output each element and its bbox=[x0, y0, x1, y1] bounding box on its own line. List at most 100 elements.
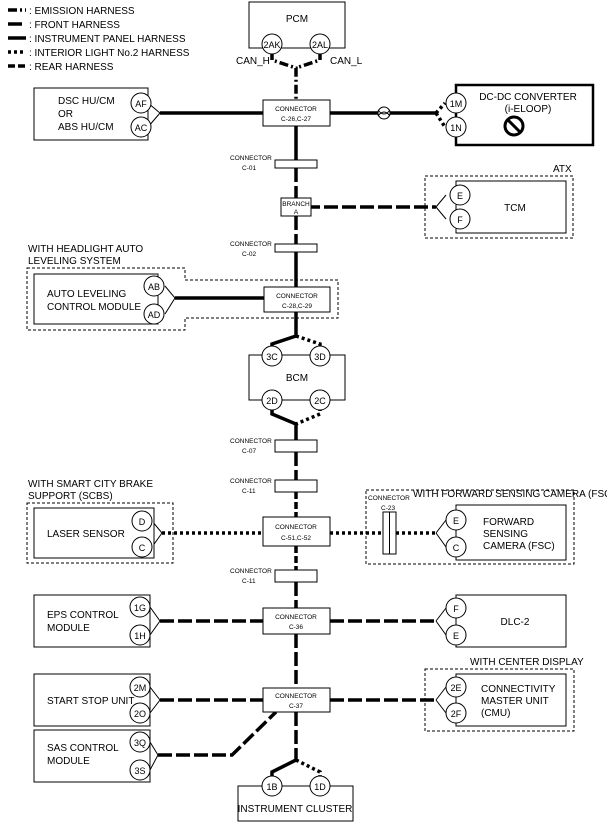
sas-pin-3s-label: 3S bbox=[134, 766, 145, 776]
cmu-line1: CONNECTIVITY bbox=[481, 684, 556, 695]
laser-pin-c-label: C bbox=[139, 543, 146, 553]
laser-pin-c bbox=[131, 536, 153, 558]
auto-leveling-option-frame bbox=[26, 267, 339, 331]
dsc-module: DSC HU/CM OR ABS HU/CM AF AC bbox=[33, 87, 152, 141]
eps-line1: EPS CONTROL bbox=[47, 610, 119, 621]
laser-sensor-module: WITH SMART CITY BRAKE SUPPORT (SCBS) LAS… bbox=[26, 479, 174, 564]
auto-leveling-tag-line1: WITH HEADLIGHT AUTO bbox=[28, 244, 143, 255]
connector-c02-box bbox=[274, 243, 318, 253]
bcm-pin-3c bbox=[261, 345, 283, 367]
wire-al-join bbox=[164, 285, 176, 315]
dlc2-label: DLC-2 bbox=[501, 617, 530, 628]
fsc-option-frame bbox=[365, 489, 575, 565]
start-stop-module: START STOP UNIT 2M 2O bbox=[33, 673, 151, 727]
connector-c28-box bbox=[263, 286, 331, 313]
tcm-box bbox=[455, 180, 567, 234]
wire-ss-join bbox=[149, 686, 161, 714]
connector-c28-line1: CONNECTOR bbox=[276, 293, 318, 300]
wire-cluster-1d bbox=[295, 758, 322, 778]
fsc-line2: SENSING bbox=[483, 529, 528, 540]
wire-dcdc-1n bbox=[434, 112, 447, 128]
branch-a: BRANCH A bbox=[280, 197, 312, 217]
legend-label-front: : FRONT HARNESS bbox=[29, 20, 120, 31]
connector-c28-c29: CONNECTOR C-28,C-29 bbox=[263, 286, 331, 313]
cmu-pin-2f bbox=[445, 702, 467, 724]
start-stop-pin-2m-label: 2M bbox=[134, 683, 147, 693]
bcm-module: BCM 3C 3D 2D 2C bbox=[248, 345, 346, 411]
tcm-pin-f-label: F bbox=[457, 215, 463, 225]
legend-label-instrument-panel: : INSTRUMENT PANEL HARNESS bbox=[29, 34, 186, 45]
laser-tag-line1: WITH SMART CITY BRAKE bbox=[28, 479, 153, 490]
pcm-label: PCM bbox=[286, 14, 308, 25]
connector-c01-box bbox=[274, 159, 318, 169]
dcdc-pin-1n bbox=[445, 116, 467, 138]
auto-leveling-line2: CONTROL MODULE bbox=[47, 302, 141, 313]
dsc-line1: DSC HU/CM bbox=[58, 96, 115, 107]
cmu-pin-2e-label: 2E bbox=[450, 683, 461, 693]
eps-line2: MODULE bbox=[47, 623, 90, 634]
bcm-pin-2c bbox=[309, 389, 331, 411]
auto-leveling-pin-ab-label: AB bbox=[148, 282, 160, 292]
dlc2-box bbox=[455, 594, 567, 648]
connector-c51-line2: C-51,C-52 bbox=[281, 535, 311, 542]
tcm-pin-e bbox=[449, 184, 471, 206]
cmu-pin-2e bbox=[445, 676, 467, 698]
connector-c11-bottom-line2: C-11 bbox=[242, 578, 256, 585]
wire-bcm-2c bbox=[295, 408, 322, 426]
cluster-pin-1d bbox=[309, 775, 331, 797]
connector-c11-bottom-box bbox=[274, 569, 318, 583]
dsc-box bbox=[33, 87, 149, 141]
auto-leveling-box bbox=[33, 273, 159, 325]
connector-c51-box bbox=[262, 516, 331, 547]
connector-c37-line1: CONNECTOR bbox=[275, 693, 317, 700]
connector-c02-line1: CONNECTOR bbox=[230, 241, 272, 248]
instrument-cluster-module: INSTRUMENT CLUSTER 1B 1D bbox=[237, 775, 354, 822]
bcm-pin-3d-label: 3D bbox=[314, 352, 326, 362]
connector-c01: CONNECTOR C-01 bbox=[230, 155, 318, 172]
tcm-pin-f bbox=[449, 208, 471, 230]
auto-leveling-line1: AUTO LEVELING bbox=[47, 289, 127, 300]
wire-tcm-join bbox=[435, 194, 447, 220]
tcm-tag: ATX bbox=[553, 164, 572, 175]
wire-dcdc-1m bbox=[434, 101, 447, 115]
sas-pin-3q bbox=[129, 731, 151, 753]
connector-c26-line1: CONNECTOR bbox=[275, 106, 317, 113]
pcm-pin-2al-label: 2AL bbox=[312, 40, 328, 50]
wire-sas-to-c37 bbox=[158, 710, 278, 757]
legend-label-interior-light: : INTERIOR LIGHT No.2 HARNESS bbox=[29, 48, 190, 59]
fsc-pin-c-label: C bbox=[453, 543, 460, 553]
dlc2-pin-e-label: E bbox=[453, 631, 459, 641]
connector-c37-line2: C-37 bbox=[289, 703, 303, 710]
cmu-box bbox=[455, 673, 567, 727]
bcm-pin-3d bbox=[309, 345, 331, 367]
dsc-line3: ABS HU/CM bbox=[58, 122, 114, 133]
tcm-pin-e-label: E bbox=[457, 191, 463, 201]
auto-leveling-tag-line2: LEVELING SYSTEM bbox=[28, 256, 121, 267]
connector-c11-top: CONNECTOR C-11 bbox=[230, 478, 318, 495]
dcdc-line1: DC-DC CONVERTER bbox=[479, 92, 577, 103]
tcm-label: TCM bbox=[504, 203, 526, 214]
start-stop-pin-2o bbox=[129, 702, 151, 724]
start-stop-label: START STOP UNIT bbox=[47, 696, 134, 707]
wire-bcm-2d bbox=[270, 408, 298, 440]
cluster-pin-1b bbox=[261, 775, 283, 797]
dcdc-box bbox=[454, 83, 595, 147]
pcm-pin-2ak bbox=[261, 33, 283, 55]
dcdc-pin-1m bbox=[445, 92, 467, 114]
connector-c36-line1: CONNECTOR bbox=[275, 614, 317, 621]
fsc-box bbox=[455, 504, 567, 561]
connector-c01-line1: CONNECTOR bbox=[230, 155, 272, 162]
instrument-cluster-box bbox=[237, 785, 354, 822]
wire-cluster-1b bbox=[270, 758, 297, 778]
cluster-pin-1b-label: 1B bbox=[266, 782, 277, 792]
dsc-pin-ac-label: AC bbox=[135, 123, 148, 133]
connector-c36-box bbox=[262, 607, 331, 635]
connector-c26-line2: C-26,C-27 bbox=[281, 116, 311, 123]
eps-pin-1g-label: 1G bbox=[134, 603, 146, 613]
dcdc-pin-1m-label: 1M bbox=[450, 99, 463, 109]
connector-c23-line1: CONNECTOR bbox=[368, 495, 410, 502]
dsc-pin-af bbox=[130, 92, 152, 114]
dsc-pin-ac bbox=[130, 116, 152, 138]
connector-c07: CONNECTOR C-07 bbox=[230, 438, 318, 455]
